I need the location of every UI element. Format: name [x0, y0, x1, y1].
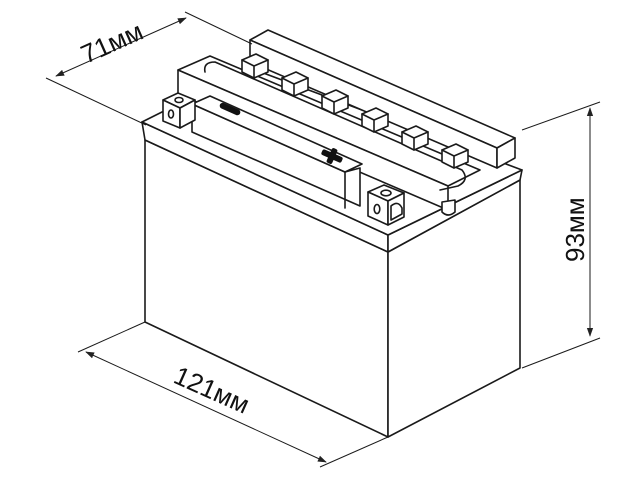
vent-rib	[249, 29, 516, 169]
positive-terminal	[367, 184, 405, 226]
vent-cap	[281, 71, 309, 97]
dimension-length-label: 121мм	[170, 360, 255, 420]
terminal-block	[177, 55, 481, 211]
vent-caps	[241, 53, 469, 169]
positive-symbol-icon	[321, 148, 343, 164]
vent-cap	[361, 107, 389, 133]
dimension-height-label: 93мм	[560, 197, 590, 262]
vent-cap	[401, 125, 429, 151]
negative-symbol-icon	[219, 102, 241, 116]
dimension-height	[521, 101, 601, 369]
vent-cap	[321, 89, 349, 115]
dimension-width-label: 71мм	[76, 16, 147, 70]
vent-cap	[241, 53, 269, 79]
negative-terminal	[162, 92, 196, 129]
vent-cap	[441, 143, 469, 169]
dimension-width	[45, 11, 253, 126]
vent-nipple	[441, 199, 456, 216]
dimension-length	[77, 321, 389, 468]
